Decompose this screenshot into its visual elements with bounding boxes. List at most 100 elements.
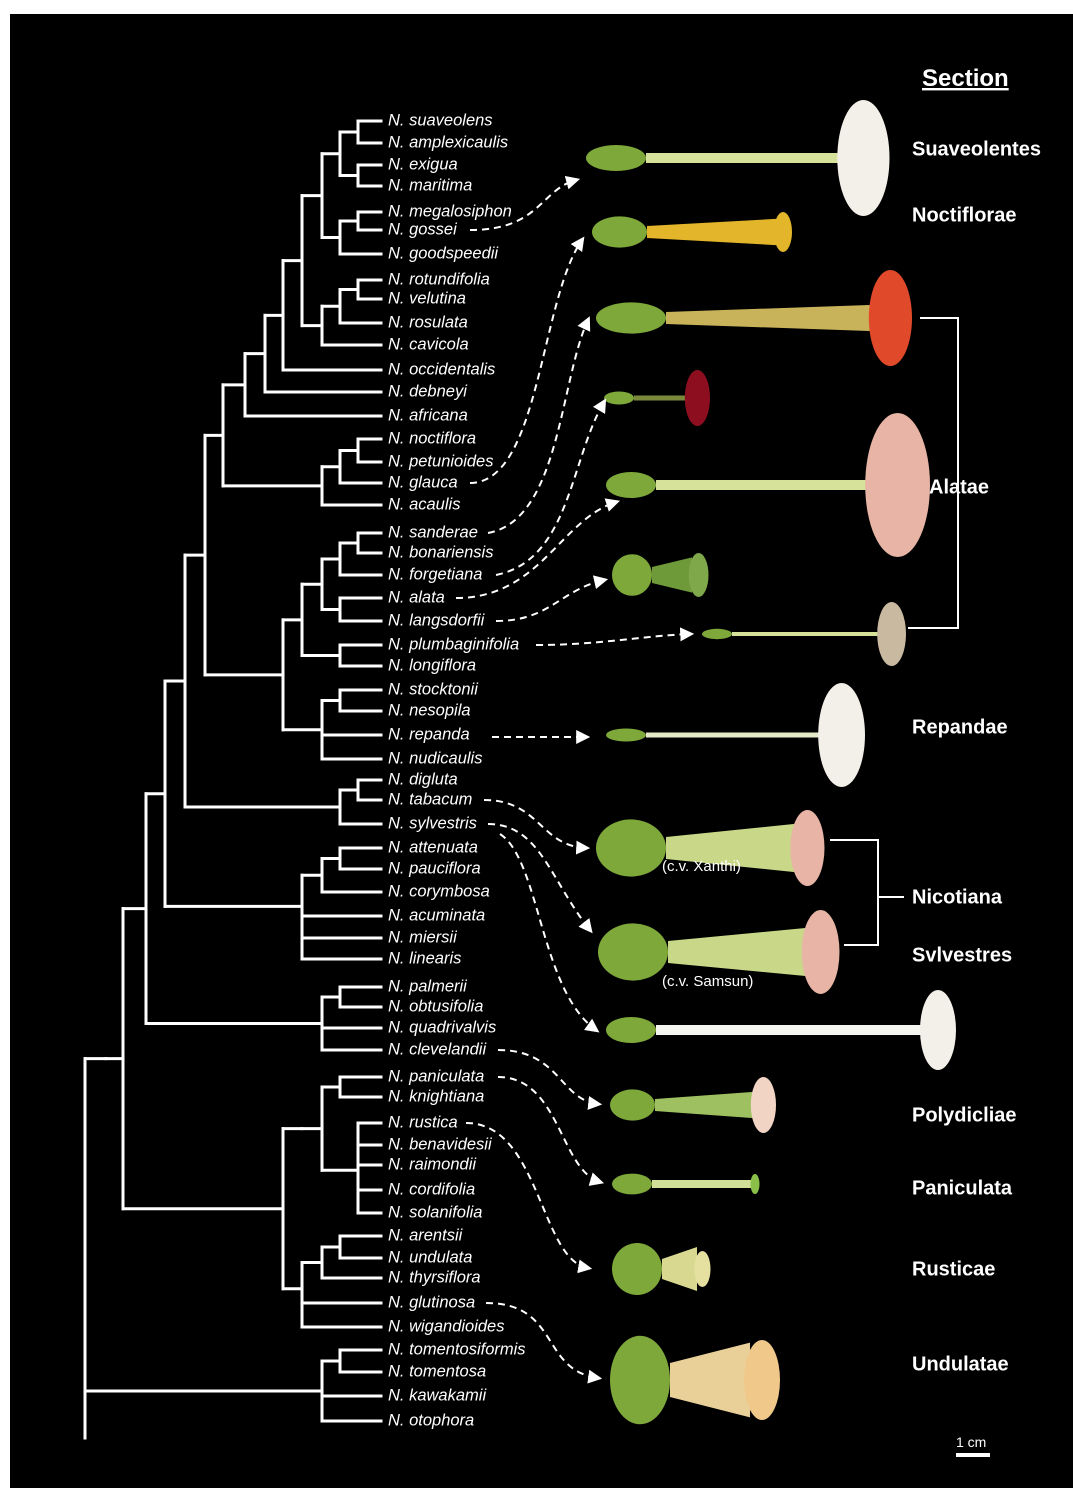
flower-calyx <box>598 923 668 980</box>
flower-tube <box>646 153 846 163</box>
flower-tube <box>666 305 876 331</box>
flower-glutinosa <box>610 1336 780 1424</box>
taxon-label-glauca: N. glauca <box>388 473 458 491</box>
taxon-label-palmerii: N. palmerii <box>388 977 468 995</box>
taxon-label-bonariensis: N. bonariensis <box>388 543 493 561</box>
section-nicotiana: Nicotiana <box>912 886 1003 908</box>
taxon-label-pauciflora: N. pauciflora <box>388 859 481 877</box>
flower-limb <box>869 270 912 366</box>
taxon-label-suaveolens: N. suaveolens <box>388 111 493 129</box>
flower-tube <box>634 396 689 401</box>
flower-sylvestris <box>606 990 956 1070</box>
flower-limb <box>802 910 840 994</box>
taxon-label-thyrsiflora: N. thyrsiflora <box>388 1268 481 1286</box>
flower-calyx <box>612 1174 652 1195</box>
cultivar-samsun-label: (c.v. Samsun) <box>662 973 753 990</box>
taxon-label-digluta: N. digluta <box>388 770 458 788</box>
flower-limb <box>751 1174 760 1194</box>
cultivar-xanthi-label: (c.v. Xanthi) <box>662 858 741 875</box>
taxon-label-glutinosa: N. glutinosa <box>388 1293 475 1311</box>
flower-tube <box>652 1180 752 1188</box>
arrow-sanderae <box>488 320 588 533</box>
taxon-label-gossei: N. gossei <box>388 220 458 238</box>
flower-calyx <box>606 472 656 498</box>
arrow-plumbaginifolia <box>536 634 690 645</box>
taxon-label-quadrivalvis: N. quadrivalvis <box>388 1018 496 1036</box>
flower-limb <box>877 602 906 666</box>
flower-langsdorfii <box>612 553 708 597</box>
taxon-label-megalosiphon: N. megalosiphon <box>388 202 512 220</box>
taxon-label-miersii: N. miersii <box>388 928 458 946</box>
flower-limb <box>694 1251 710 1287</box>
flower-limb <box>751 1077 776 1133</box>
scale-bar-label: 1 cm <box>956 1434 986 1450</box>
taxon-label-noctiflora: N. noctiflora <box>388 429 476 447</box>
flower-limb <box>818 683 865 787</box>
flower-limb <box>790 810 824 886</box>
flower-clevelandii <box>610 1077 776 1133</box>
taxon-label-obtusifolia: N. obtusifolia <box>388 997 483 1015</box>
taxon-label-undulata: N. undulata <box>388 1248 472 1266</box>
section-paniculata: Paniculata <box>912 1177 1013 1199</box>
flower-calyx <box>610 1336 670 1424</box>
flower-calyx <box>596 819 666 876</box>
section-suaveolentes: Suaveolentes <box>912 138 1041 160</box>
taxon-label-tomentosa: N. tomentosa <box>388 1362 486 1380</box>
taxon-label-clevelandii: N. clevelandii <box>388 1040 487 1058</box>
flower-tube <box>656 480 876 490</box>
taxon-label-exigua: N. exigua <box>388 155 458 173</box>
flower-limb <box>865 413 930 557</box>
flower-tube <box>670 1343 750 1418</box>
taxon-label-solanifolia: N. solanifolia <box>388 1203 482 1221</box>
flower-calyx <box>592 216 647 247</box>
taxon-label-africana: N. africana <box>388 406 468 424</box>
flower-limb <box>685 370 710 426</box>
flower-alata <box>606 413 930 557</box>
nicotiana-bracket <box>830 840 904 945</box>
taxon-label-sylvestris: N. sylvestris <box>388 814 477 832</box>
taxon-label-knightiana: N. knightiana <box>388 1087 484 1105</box>
section-header: Section <box>922 65 1009 92</box>
taxon-label-cavicola: N. cavicola <box>388 335 469 353</box>
flower-calyx <box>612 554 652 596</box>
taxon-label-kawakamii: N. kawakamii <box>388 1386 487 1404</box>
flower-calyx <box>606 1017 656 1043</box>
flower-images <box>586 100 956 1424</box>
section-rusticae: Rusticae <box>912 1258 995 1280</box>
flower-limb <box>837 100 889 216</box>
taxon-label-benavidesii: N. benavidesii <box>388 1135 493 1153</box>
taxon-label-velutina: N. velutina <box>388 289 466 307</box>
taxon-label-rustica: N. rustica <box>388 1113 458 1131</box>
taxon-label-nesopila: N. nesopila <box>388 701 471 719</box>
section-repandae: Repandae <box>912 716 1008 738</box>
flower-calyx <box>604 392 634 405</box>
taxon-label-nudicaulis: N. nudicaulis <box>388 749 482 767</box>
arrow-paniculata <box>498 1077 600 1182</box>
flower-calyx <box>612 1243 662 1295</box>
flower-calyx <box>610 1089 655 1120</box>
taxon-label-cordifolia: N. cordifolia <box>388 1180 475 1198</box>
flower-tube <box>656 1025 926 1035</box>
flower-limb <box>689 553 709 597</box>
arrow-langsdorfii <box>496 580 604 621</box>
arrow-tabacum <box>484 800 586 848</box>
phylogenetic-tree <box>85 121 381 1438</box>
flower-sanderae <box>604 370 710 426</box>
flower-tube <box>652 557 692 592</box>
flower-rustica <box>612 1243 711 1295</box>
taxon-label-occidentalis: N. occidentalis <box>388 360 495 378</box>
taxon-label-repanda: N. repanda <box>388 725 470 743</box>
arrow-clevelandii <box>498 1050 598 1104</box>
flower-tube <box>732 632 882 636</box>
flower-repanda <box>606 683 865 787</box>
taxon-label-langsdorfii: N. langsdorfii <box>388 611 486 629</box>
taxon-label-acaulis: N. acaulis <box>388 495 460 513</box>
flower-tube <box>662 1247 697 1291</box>
taxon-label-stocktonii: N. stocktonii <box>388 680 479 698</box>
taxon-label-maritima: N. maritima <box>388 176 472 194</box>
taxon-label-tomentosiformis: N. tomentosiformis <box>388 1340 526 1358</box>
taxon-label-rotundifolia: N. rotundifolia <box>388 270 490 288</box>
taxon-label-corymbosa: N. corymbosa <box>388 882 490 900</box>
